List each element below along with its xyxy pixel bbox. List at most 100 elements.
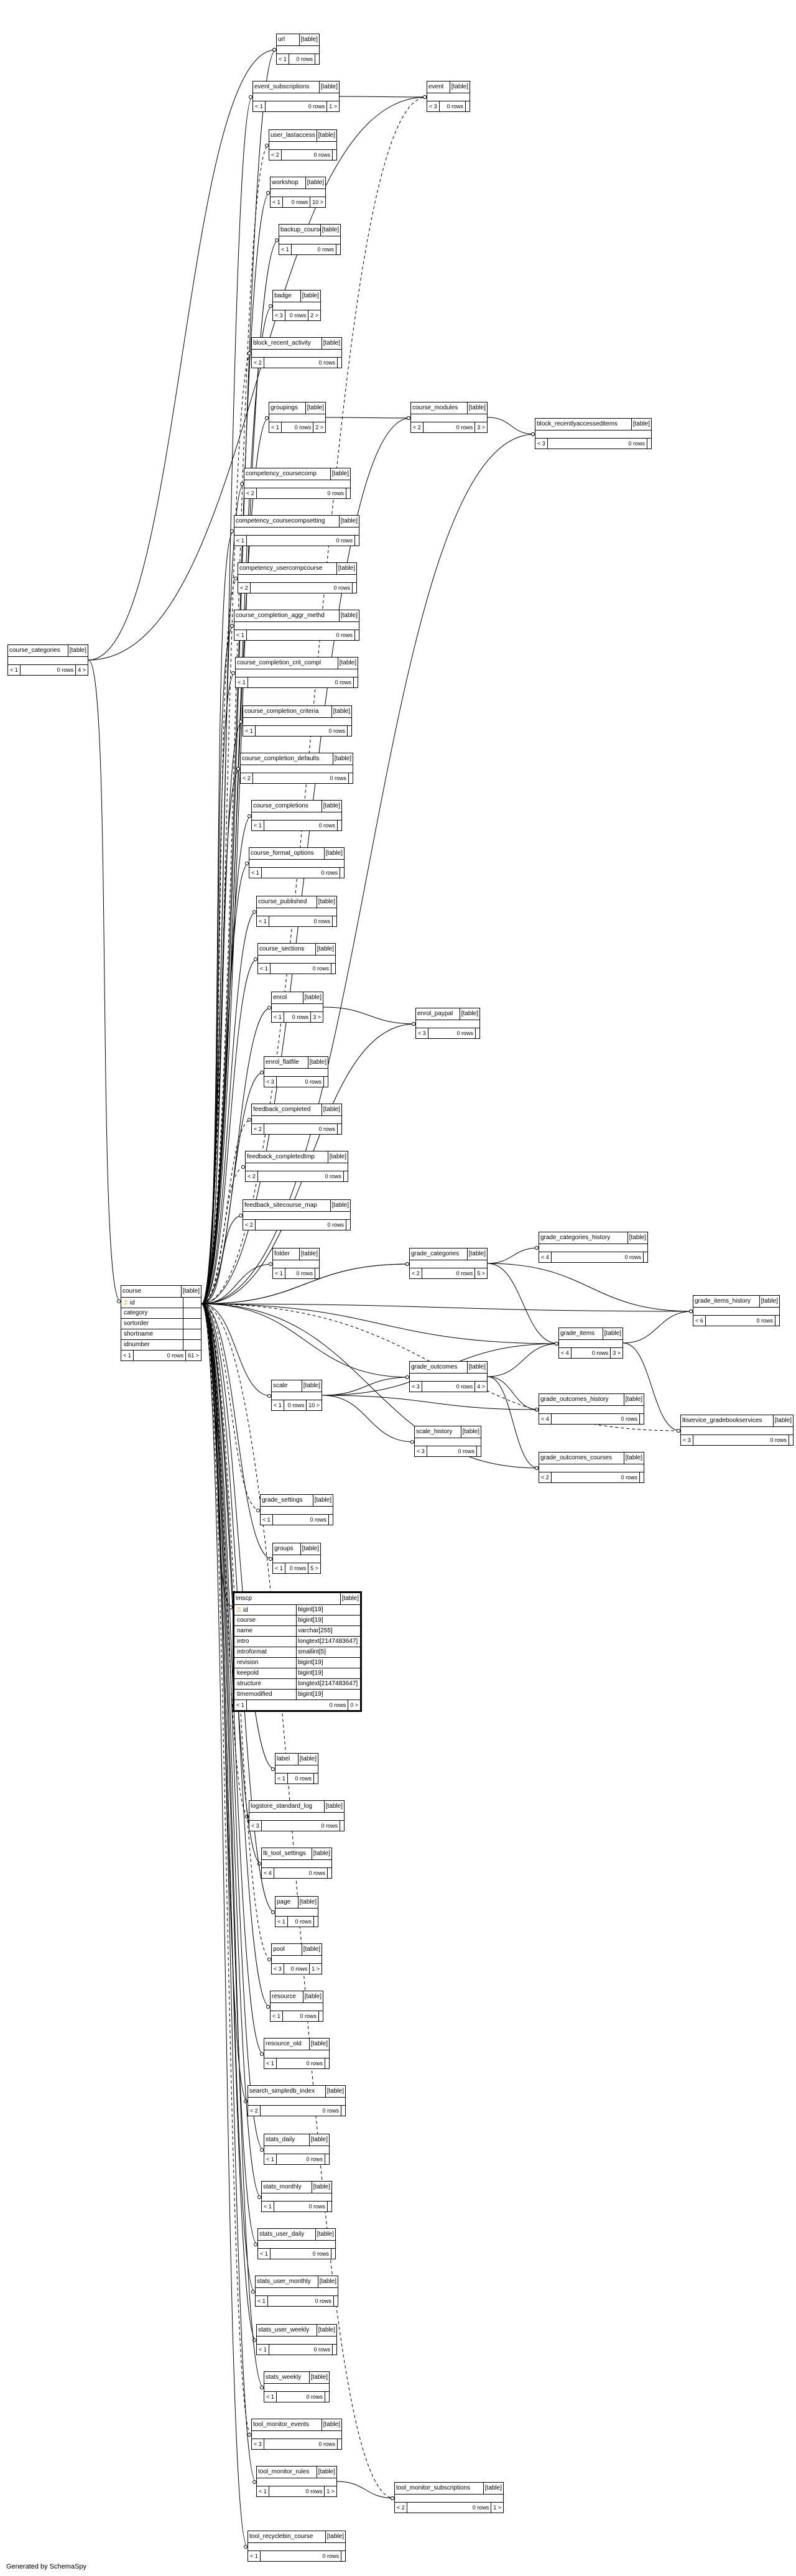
parents-count[interactable]: < 2 <box>244 488 257 498</box>
parents-count[interactable]: < 2 <box>539 1472 552 1482</box>
table-name[interactable]: course_completion_aggr_methd <box>236 612 325 619</box>
children-count[interactable]: 10 > <box>308 1402 320 1408</box>
parents-count[interactable]: < 3 <box>415 1446 427 1456</box>
children-count[interactable] <box>789 1435 793 1445</box>
children-count[interactable] <box>466 101 470 111</box>
table-name[interactable]: label <box>277 1755 290 1762</box>
children-count[interactable] <box>349 773 353 783</box>
children-count[interactable]: 0 > <box>350 1702 358 1708</box>
parents-count[interactable]: < 2 <box>252 358 264 368</box>
parents-count[interactable]: < 1 <box>252 821 264 830</box>
table-name[interactable]: course_format_options <box>251 850 314 857</box>
children-count[interactable] <box>331 2249 335 2259</box>
table-name[interactable]: groupings <box>271 404 298 411</box>
children-count[interactable] <box>355 536 359 546</box>
children-count[interactable] <box>328 2202 331 2211</box>
table-node-backup-courses[interactable]: backup_courses[table]< 10 rows <box>279 224 341 255</box>
parents-count[interactable]: < 1 <box>277 54 289 64</box>
parents-count[interactable]: < 2 <box>238 583 251 593</box>
children-count[interactable]: 2 > <box>315 424 323 430</box>
table-name[interactable]: grade_outcomes <box>411 1364 458 1370</box>
parents-count[interactable]: < 1 <box>264 2154 277 2164</box>
table-name[interactable]: grade_outcomes_history <box>540 1396 609 1403</box>
parents-count[interactable]: < 1 <box>272 1012 284 1022</box>
table-name[interactable]: badge <box>274 292 292 299</box>
table-name[interactable]: backup_courses <box>280 226 320 233</box>
parents-count[interactable]: < 3 <box>272 1964 284 1974</box>
children-count[interactable] <box>644 1252 647 1262</box>
parents-count[interactable]: < 1 <box>258 964 271 974</box>
children-count[interactable]: 1 > <box>312 1966 320 1972</box>
children-count[interactable] <box>341 2106 345 2116</box>
parents-count[interactable]: < 3 <box>249 1821 262 1831</box>
children-count[interactable]: 5 > <box>477 1270 485 1276</box>
parents-count[interactable]: < 2 <box>410 1268 422 1278</box>
children-count[interactable] <box>476 1028 479 1038</box>
table-name[interactable]: block_recent_activity <box>253 340 311 346</box>
parents-count[interactable]: < 4 <box>262 1868 274 1878</box>
table-name[interactable]: grade_items <box>560 1330 595 1337</box>
parents-count[interactable]: < 3 <box>416 1028 428 1038</box>
table-name[interactable]: feedback_completed <box>253 1106 311 1113</box>
parents-count[interactable]: < 3 <box>264 1077 277 1087</box>
parents-count[interactable]: < 3 <box>273 310 285 320</box>
parents-count[interactable]: < 1 <box>261 1515 273 1525</box>
children-count[interactable]: 3 > <box>477 424 485 430</box>
table-name[interactable]: resource_old <box>266 2040 302 2047</box>
parents-count[interactable]: < 1 <box>272 1400 284 1410</box>
table-name[interactable]: stats_monthly <box>263 2183 302 2190</box>
children-count[interactable]: 3 > <box>613 1350 621 1356</box>
parents-count[interactable]: < 1 <box>8 665 21 675</box>
table-name[interactable]: imscp <box>236 1595 252 1602</box>
children-count[interactable] <box>341 2551 345 2561</box>
children-count[interactable] <box>640 1472 644 1482</box>
parents-count[interactable]: < 2 <box>248 2106 261 2116</box>
table-name[interactable]: event_subscriptions <box>254 83 310 90</box>
children-count[interactable]: 10 > <box>312 199 323 205</box>
children-count[interactable]: 2 > <box>310 312 318 319</box>
table-name[interactable]: folder <box>274 1250 290 1257</box>
children-count[interactable]: 1 > <box>326 2488 335 2495</box>
table-name[interactable]: course_completion_crit_compl <box>237 659 322 666</box>
children-count[interactable] <box>325 2392 329 2402</box>
table-name[interactable]: workshop <box>272 179 298 186</box>
children-count[interactable] <box>328 1868 331 1878</box>
table-name[interactable]: search_simpledb_index <box>249 2088 315 2095</box>
parents-count[interactable]: < 4 <box>539 1414 552 1424</box>
table-name[interactable]: course_completion_criteria <box>244 708 319 715</box>
parents-count[interactable]: < 2 <box>241 773 253 783</box>
table-name[interactable]: course_categories <box>9 647 60 654</box>
table-name[interactable]: tool_monitor_subscriptions <box>396 2485 470 2491</box>
children-count[interactable] <box>325 2058 329 2068</box>
parents-count[interactable]: < 1 <box>234 1700 247 1710</box>
children-count[interactable]: 3 > <box>313 1014 321 1020</box>
table-name[interactable]: grade_settings <box>262 1497 303 1504</box>
children-count[interactable] <box>325 2154 329 2164</box>
parents-count[interactable]: < 1 <box>275 1774 288 1783</box>
children-count[interactable] <box>355 630 359 640</box>
table-name[interactable]: scale_history <box>416 1428 453 1435</box>
